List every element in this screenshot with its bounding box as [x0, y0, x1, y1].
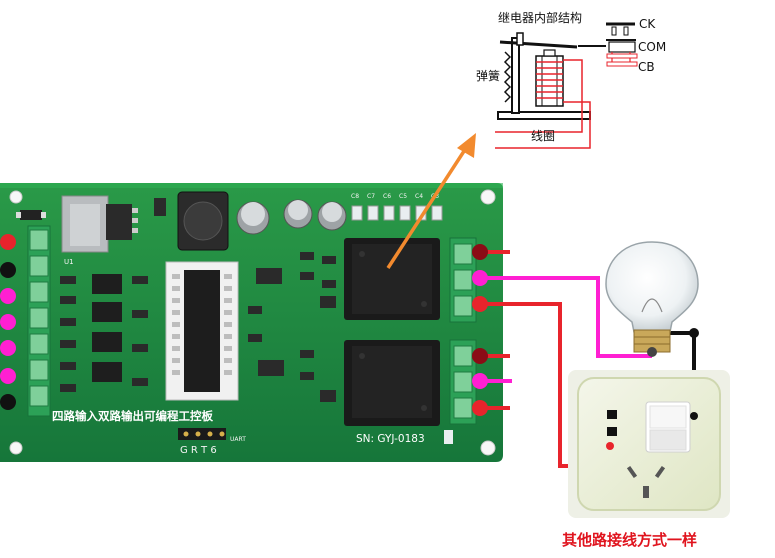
relay-1: [344, 238, 440, 320]
orange-arrow: [386, 133, 476, 269]
voltage-regulator: U1: [61, 195, 138, 266]
ic-u1-label: U1: [64, 258, 74, 266]
wiring-note: 其他路接线方式一样: [562, 531, 697, 549]
relay-contacts: [578, 22, 638, 67]
contact-ck-label: CK: [639, 17, 656, 31]
cap-label-c4: C4: [415, 193, 423, 200]
output-terminal-block-1: [449, 237, 477, 323]
light-bulb-icon: [605, 241, 699, 357]
cap-label-c8: C8: [351, 193, 359, 200]
board-caption: 四路输入双路输出可编程工控板: [52, 409, 213, 423]
control-board: U1 C8 C7 C6 C5 C4 C3: [0, 183, 503, 462]
uart-label: UART: [230, 436, 246, 443]
optocouplers: [92, 274, 122, 382]
spring-icon: [503, 51, 512, 103]
output-terminal-block-2: [449, 339, 477, 425]
wall-switch-socket-icon: [568, 370, 730, 518]
cap-label-c7: C7: [367, 193, 375, 200]
cap-label-c5: C5: [399, 193, 407, 200]
relay-2: [344, 340, 440, 426]
contact-cb-label: CB: [638, 60, 655, 74]
mcu-chip: [165, 261, 239, 401]
contact-com-label: COM: [638, 40, 666, 54]
capacitors: [154, 198, 347, 235]
relay-title: 继电器内部结构: [498, 10, 582, 25]
relay-structure-diagram: 继电器内部结构 弹簧 线圈 CK COM CB: [476, 10, 666, 149]
spring-label: 弹簧: [476, 68, 500, 83]
uart-header: G R T 6 UART: [178, 428, 246, 456]
board-serial: SN: GYJ-0183: [356, 433, 425, 445]
coil-label: 线圈: [531, 129, 555, 143]
cap-label-c6: C6: [383, 193, 391, 200]
output-terminal-dots: [472, 244, 488, 416]
uart-pins-label: G R T 6: [180, 445, 217, 456]
coil-icon: [535, 49, 564, 107]
input-terminal-dots: [0, 234, 16, 410]
